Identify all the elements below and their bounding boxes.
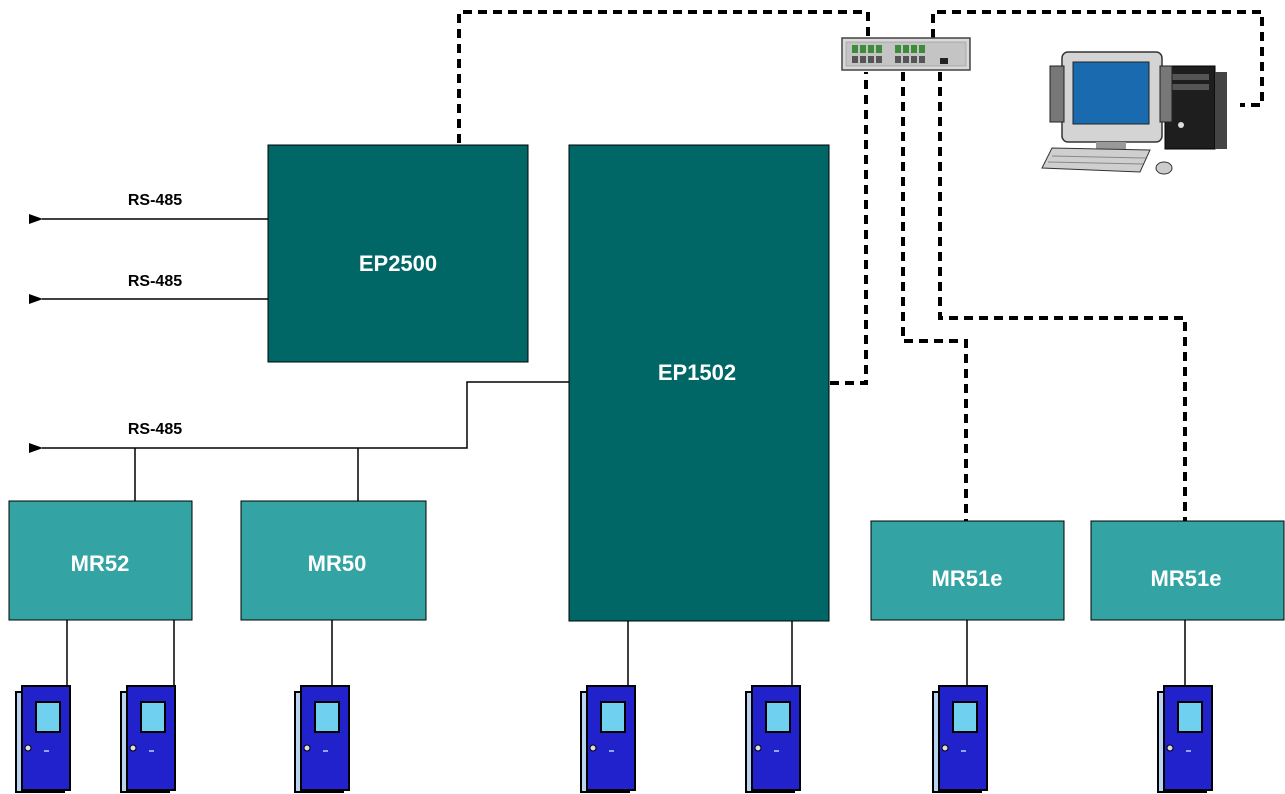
ep1502-label: EP1502	[658, 360, 736, 385]
bus3-line	[42, 382, 569, 448]
door-reader-icon	[746, 686, 800, 792]
mr50-module[interactable]: MR50	[241, 501, 426, 620]
ep2500-label: EP2500	[359, 251, 437, 276]
door-reader-icon	[295, 686, 349, 792]
rs485-label-1: RS-485	[128, 192, 182, 209]
rs485-label-2: RS-485	[128, 273, 182, 290]
door-reader-icon	[1158, 686, 1212, 792]
door-reader-icon	[16, 686, 70, 792]
mr52-label: MR52	[71, 551, 130, 576]
network-switch-icon	[842, 38, 970, 70]
ep1502-controller[interactable]: EP1502	[569, 145, 829, 621]
door-reader-icon	[933, 686, 987, 792]
computer-workstation-icon	[1042, 52, 1227, 174]
ep2500-controller[interactable]: EP2500	[268, 145, 528, 362]
door-reader-icon	[581, 686, 635, 792]
mr51e-module-1[interactable]: MR51e	[871, 521, 1064, 620]
rs485-label-3: RS-485	[128, 421, 182, 438]
mr51e-label-2: MR51e	[1151, 566, 1222, 591]
mr52-module[interactable]: MR52	[9, 501, 192, 620]
mr51e-label-1: MR51e	[932, 566, 1003, 591]
mr51e-module-2[interactable]: MR51e	[1091, 521, 1284, 620]
door-reader-icon	[121, 686, 175, 792]
mr50-label: MR50	[308, 551, 367, 576]
